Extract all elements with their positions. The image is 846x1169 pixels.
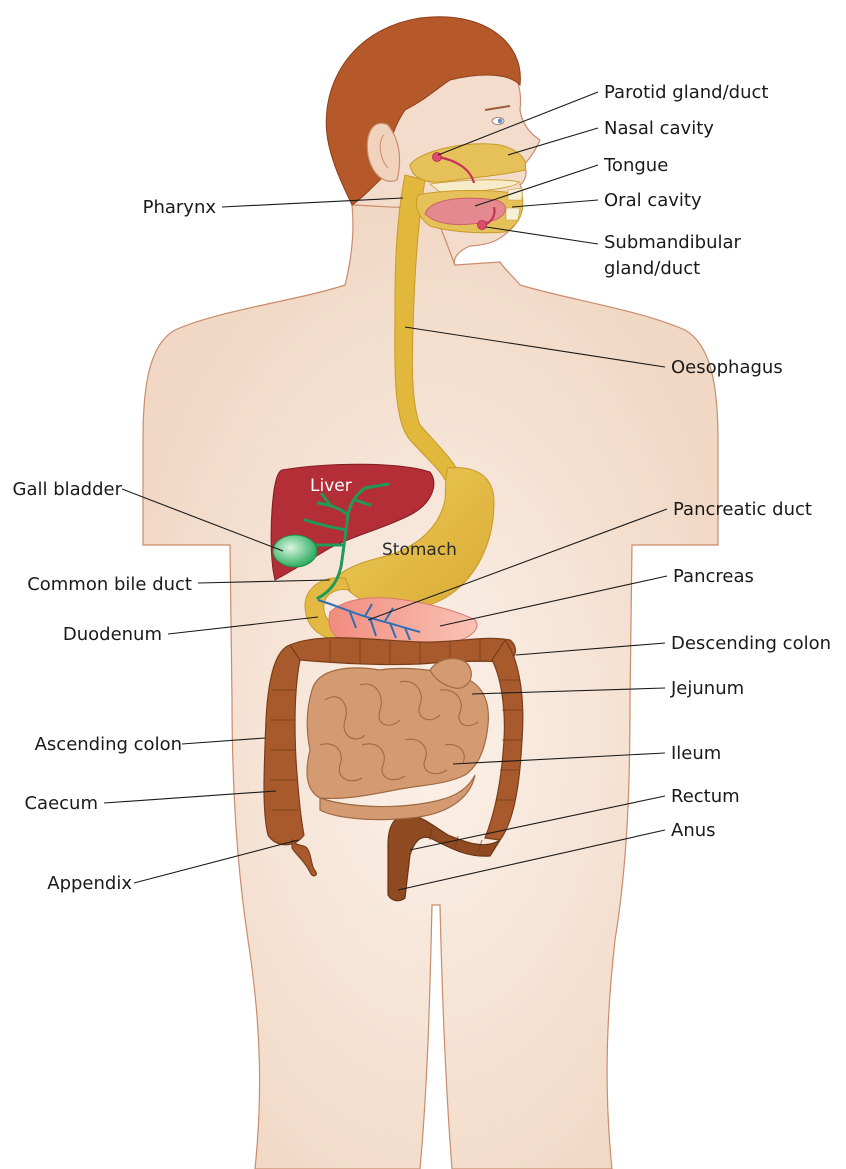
label-rectum: Rectum (671, 786, 740, 807)
label-oesophagus: Oesophagus (671, 357, 783, 378)
label-duodenum: Duodenum (63, 624, 162, 645)
gall-bladder (273, 535, 317, 567)
label-submandibular-line2: gland/duct (604, 258, 700, 279)
label-submandibular-line1: Submandibular (604, 232, 742, 253)
label-descending-colon: Descending colon (671, 633, 831, 654)
label-pharynx: Pharynx (143, 197, 217, 218)
teeth-lower (506, 208, 520, 220)
label-oral-cavity: Oral cavity (604, 190, 702, 211)
label-gall-bladder: Gall bladder (13, 479, 123, 500)
label-pancreas: Pancreas (673, 566, 754, 587)
eye-iris (498, 119, 503, 124)
label-caecum: Caecum (24, 793, 98, 814)
label-parotid: Parotid gland/duct (604, 82, 768, 103)
label-liver: Liver (310, 476, 352, 496)
label-tongue: Tongue (603, 155, 668, 176)
label-nasal-cavity: Nasal cavity (604, 118, 714, 139)
leader-oral (512, 200, 598, 207)
submandibular-gland (478, 221, 487, 230)
label-anus: Anus (671, 820, 716, 841)
label-common-bile-duct: Common bile duct (27, 574, 192, 595)
label-stomach: Stomach (382, 540, 457, 560)
label-ascending-colon: Ascending colon (35, 734, 182, 755)
label-pancreatic-duct: Pancreatic duct (673, 499, 812, 520)
label-ileum: Ileum (671, 743, 721, 764)
transverse-colon (290, 638, 515, 665)
label-jejunum: Jejunum (670, 678, 744, 699)
label-appendix: Appendix (47, 873, 132, 894)
